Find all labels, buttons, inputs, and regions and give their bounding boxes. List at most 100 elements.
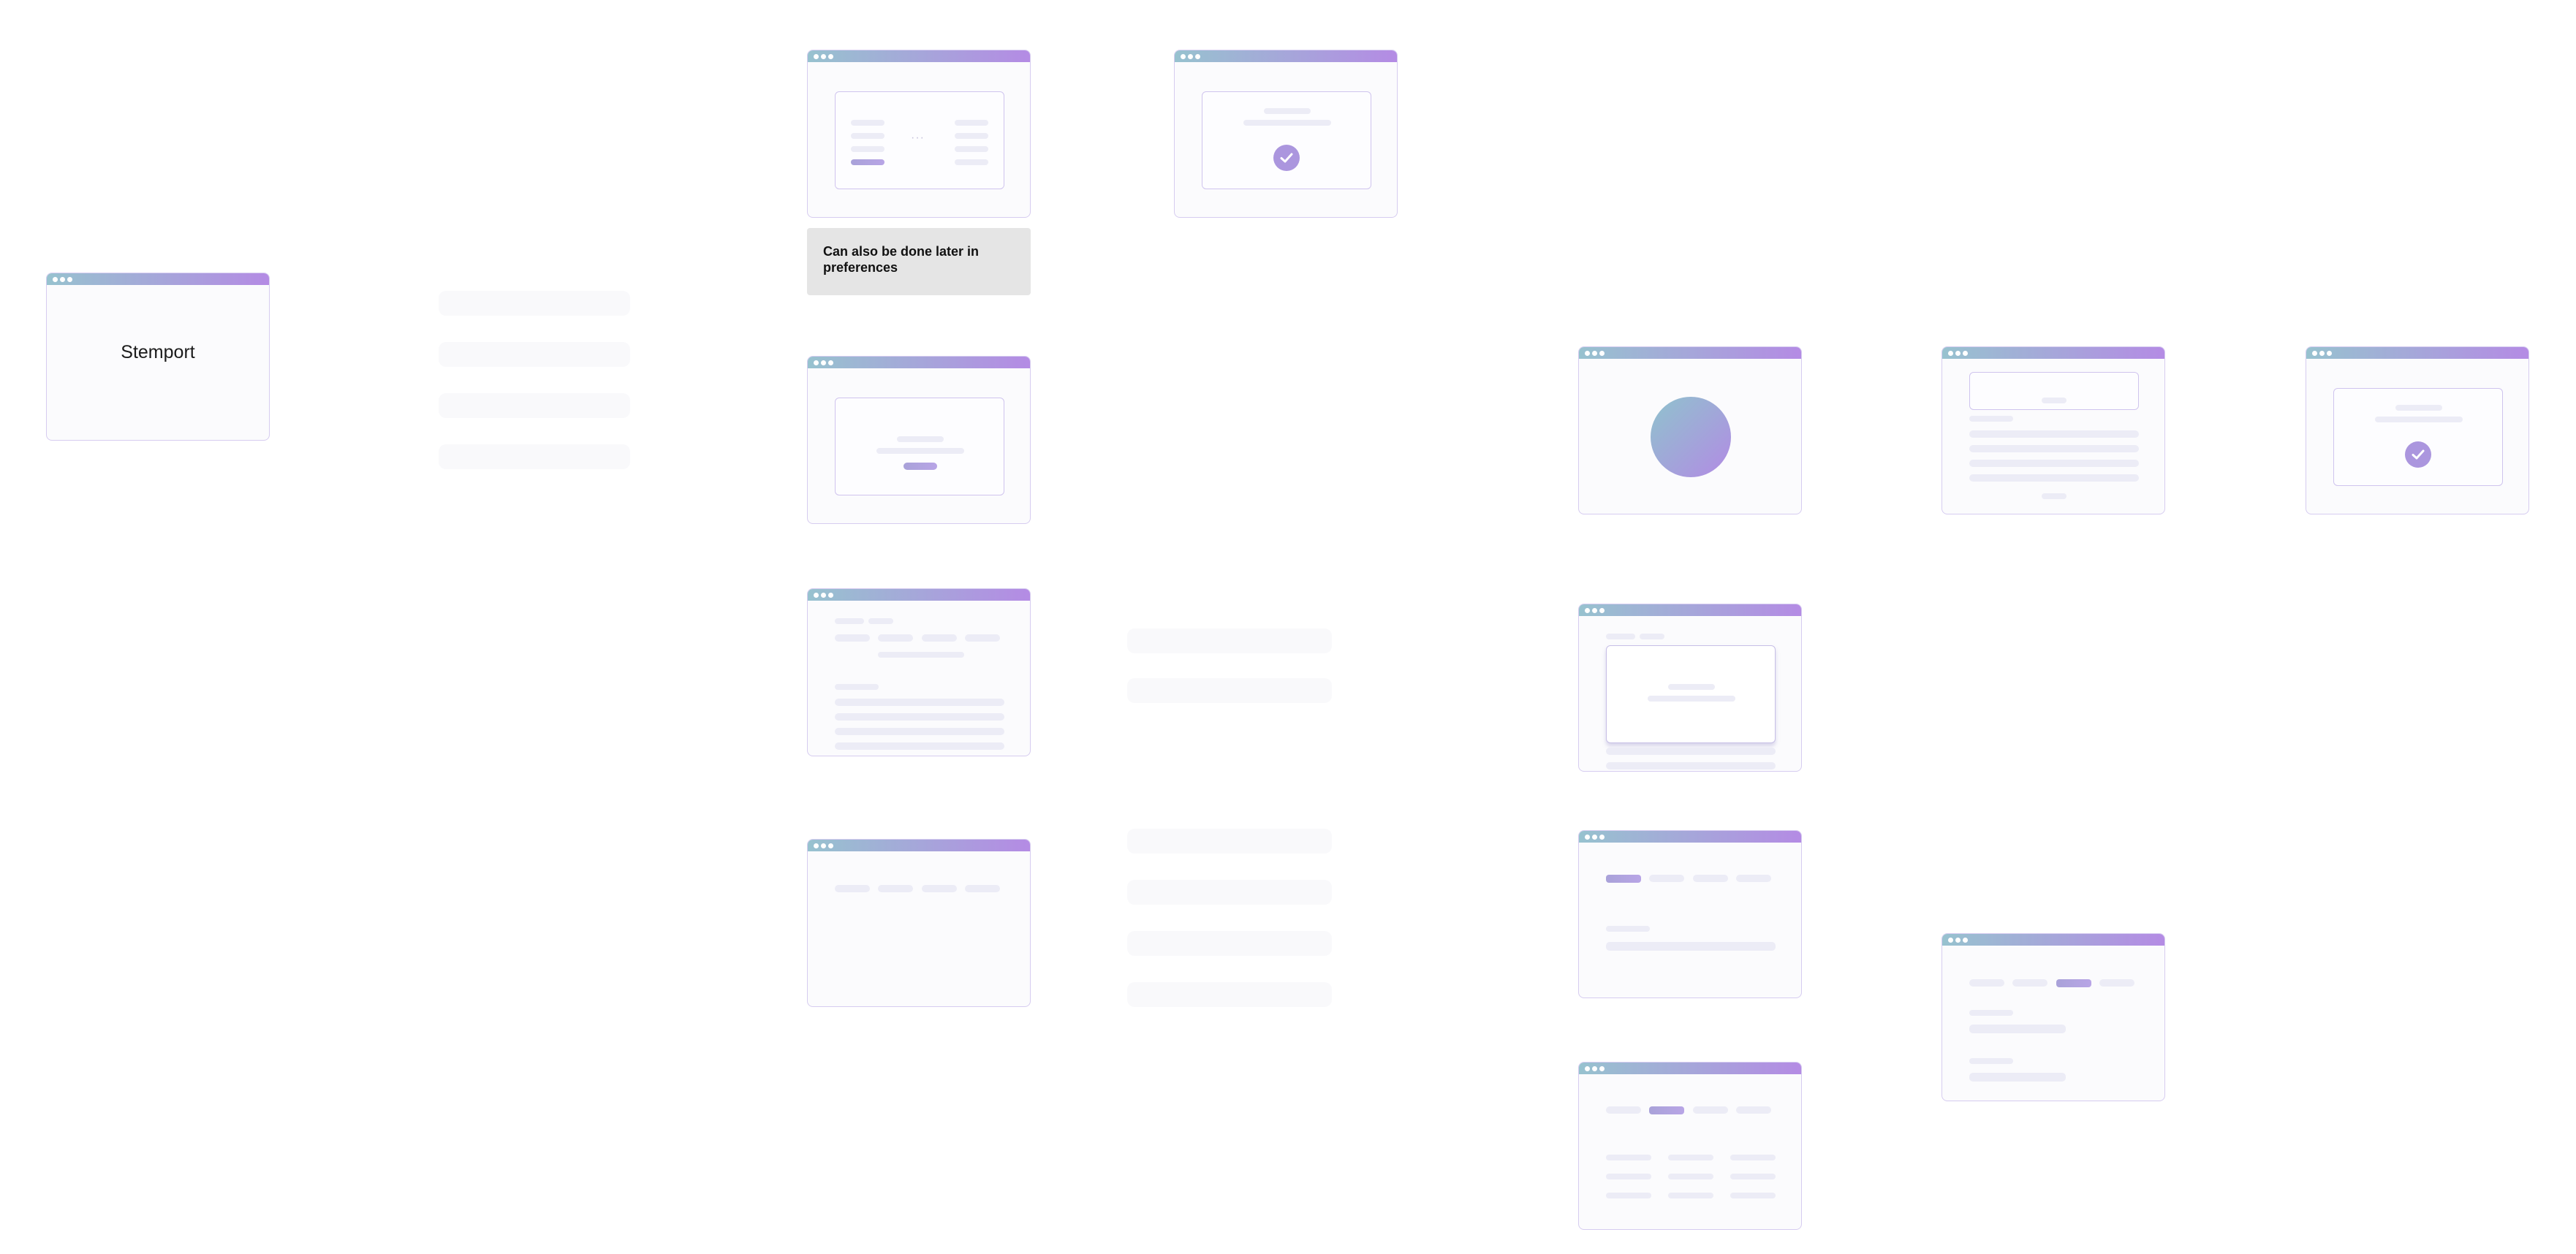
window-titlebar [2306, 347, 2528, 359]
table-cell [1730, 1155, 1776, 1160]
tab-item[interactable] [922, 634, 957, 642]
window-dots-icon [1963, 938, 1968, 943]
action-window [807, 356, 1031, 524]
tab-item[interactable] [1969, 979, 2004, 987]
tab-item[interactable] [2012, 979, 2047, 987]
tab-item[interactable] [965, 885, 1000, 892]
window-dots-icon [828, 360, 833, 365]
tab-item[interactable] [1693, 875, 1728, 882]
tab-item[interactable] [835, 885, 870, 892]
option-right [955, 159, 988, 165]
list-row [835, 728, 1004, 735]
window-titlebar [1175, 50, 1397, 62]
list-row [835, 699, 1004, 706]
tabs-window [807, 839, 1031, 1007]
window-dots-icon [1195, 54, 1200, 59]
option-left-selected [851, 159, 884, 165]
section-label [1606, 926, 1650, 932]
window-dots-icon [1585, 351, 1590, 356]
dialog-button[interactable] [904, 463, 937, 470]
option-left [851, 120, 884, 126]
window-dots-icon [1585, 835, 1590, 840]
tab-item[interactable] [835, 634, 870, 642]
list-row [1969, 1025, 2066, 1033]
start-window: Stemport [46, 273, 270, 441]
window-titlebar [808, 50, 1030, 62]
tab-item[interactable] [1736, 1106, 1771, 1114]
tab-item[interactable] [878, 634, 913, 642]
option-left [851, 133, 884, 139]
window-dots-icon [1592, 351, 1597, 356]
list-row [1606, 748, 1776, 755]
window-titlebar [1942, 347, 2164, 359]
window-titlebar [1579, 604, 1801, 616]
ghost-block [1127, 931, 1332, 956]
check-icon [2405, 441, 2431, 468]
window-dots-icon [1585, 1066, 1590, 1071]
window-dots-icon [814, 54, 819, 59]
list-row [1969, 474, 2139, 482]
window-titlebar [47, 273, 269, 285]
table-cell [1606, 1174, 1651, 1179]
breadcrumb [1606, 634, 1635, 639]
window-dots-icon [1963, 351, 1968, 356]
window-dots-icon [1592, 1066, 1597, 1071]
ghost-block [1127, 982, 1332, 1007]
text-line [878, 652, 964, 658]
window-dots-icon [1599, 608, 1605, 613]
window-dots-icon [1599, 351, 1605, 356]
window-dots-icon [828, 54, 833, 59]
tab-item[interactable] [922, 885, 957, 892]
tab-item-active[interactable] [1606, 875, 1641, 883]
modal-window [1578, 604, 1802, 772]
text-line [897, 436, 944, 442]
window-dots-icon [53, 277, 58, 282]
table-cell [1730, 1174, 1776, 1179]
section-label [1969, 416, 2013, 422]
avatar-window [1578, 346, 1802, 514]
ghost-block [439, 342, 630, 367]
done-dialog [2333, 388, 2503, 486]
app-name: Stemport [121, 342, 195, 362]
window-dots-icon [814, 360, 819, 365]
window-dots-icon [1585, 608, 1590, 613]
tab-item[interactable] [1606, 1106, 1641, 1114]
tab-item[interactable] [2099, 979, 2134, 987]
form-window [807, 588, 1031, 756]
done-window [2306, 346, 2529, 514]
avatar-circle [1651, 397, 1731, 477]
window-dots-icon [2319, 351, 2325, 356]
table-cell [1606, 1155, 1651, 1160]
tab-item[interactable] [1693, 1106, 1728, 1114]
list-row [1606, 942, 1776, 951]
list-row [1606, 762, 1776, 770]
search-field[interactable] [1969, 372, 2139, 410]
tab-item[interactable] [965, 634, 1000, 642]
window-dots-icon [1599, 835, 1605, 840]
window-dots-icon [2327, 351, 2332, 356]
window-dots-icon [814, 843, 819, 848]
confirmation-window [1174, 50, 1398, 218]
window-dots-icon [1181, 54, 1186, 59]
ghost-block [1127, 880, 1332, 905]
window-dots-icon [821, 360, 826, 365]
window-dots-icon [821, 843, 826, 848]
list-row [1969, 1073, 2066, 1082]
window-dots-icon [1948, 938, 1953, 943]
breadcrumb [1640, 634, 1664, 639]
tab-two-window [1578, 1062, 1802, 1230]
list-row [1969, 460, 2139, 467]
text-line [2375, 417, 2463, 422]
window-titlebar [808, 357, 1030, 368]
tab-item[interactable] [1649, 875, 1684, 882]
table-cell [1668, 1193, 1713, 1198]
footer-line [2042, 493, 2067, 499]
list-row [1969, 445, 2139, 452]
tab-item[interactable] [1736, 875, 1771, 882]
window-titlebar [1942, 934, 2164, 946]
table-cell [1668, 1174, 1713, 1179]
tab-item-active[interactable] [2056, 979, 2091, 987]
tab-item[interactable] [878, 885, 913, 892]
tab-item-active[interactable] [1649, 1106, 1684, 1114]
option-right [955, 133, 988, 139]
